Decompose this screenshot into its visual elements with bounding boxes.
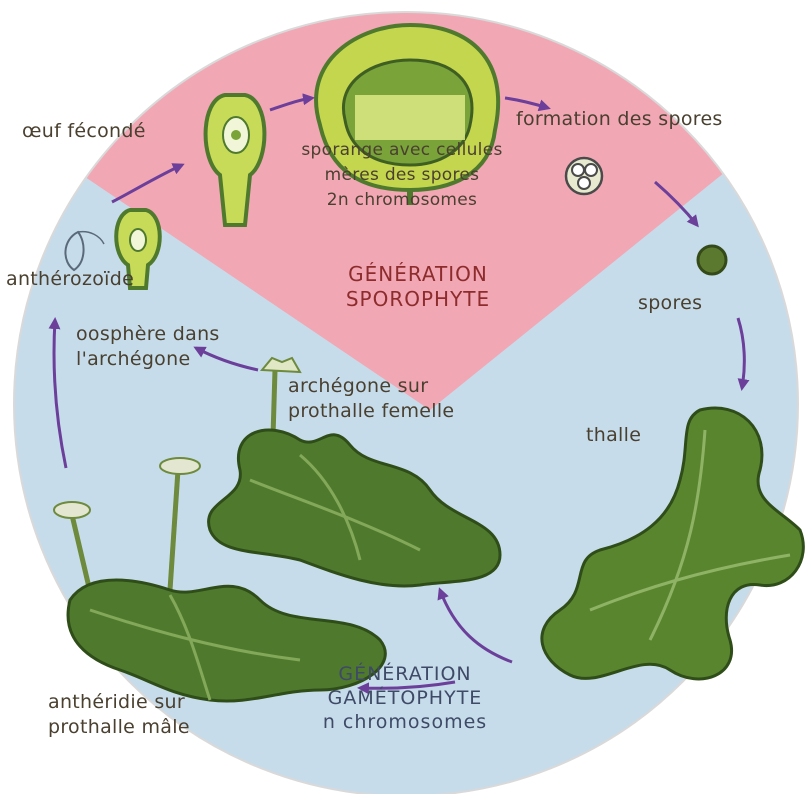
label-antheridie: anthéridie sur prothalle mâle — [48, 690, 190, 740]
label-archegone: archégone sur prothalle femelle — [288, 374, 454, 424]
spore-illustration — [698, 246, 726, 274]
label-oosphere: oosphère dans l'archégone — [76, 322, 220, 372]
label-anterozoide: anthérozoïde — [6, 268, 134, 290]
tetrade-illustration — [566, 158, 602, 194]
label-sporange: sporange avec cellules mères des spores … — [262, 138, 542, 213]
title-generation-sporophyte: GÉNÉRATION SPOROPHYTE — [300, 262, 536, 312]
label-formation-spores: formation des spores — [516, 108, 723, 130]
label-spores: spores — [638, 292, 702, 314]
title-generation-gametophyte: GÉNÉRATION GAMÉTOPHYTE n chromosomes — [280, 662, 530, 734]
label-oeuf-feconde: œuf fécondé — [22, 120, 146, 142]
label-thalle: thalle — [586, 424, 641, 446]
